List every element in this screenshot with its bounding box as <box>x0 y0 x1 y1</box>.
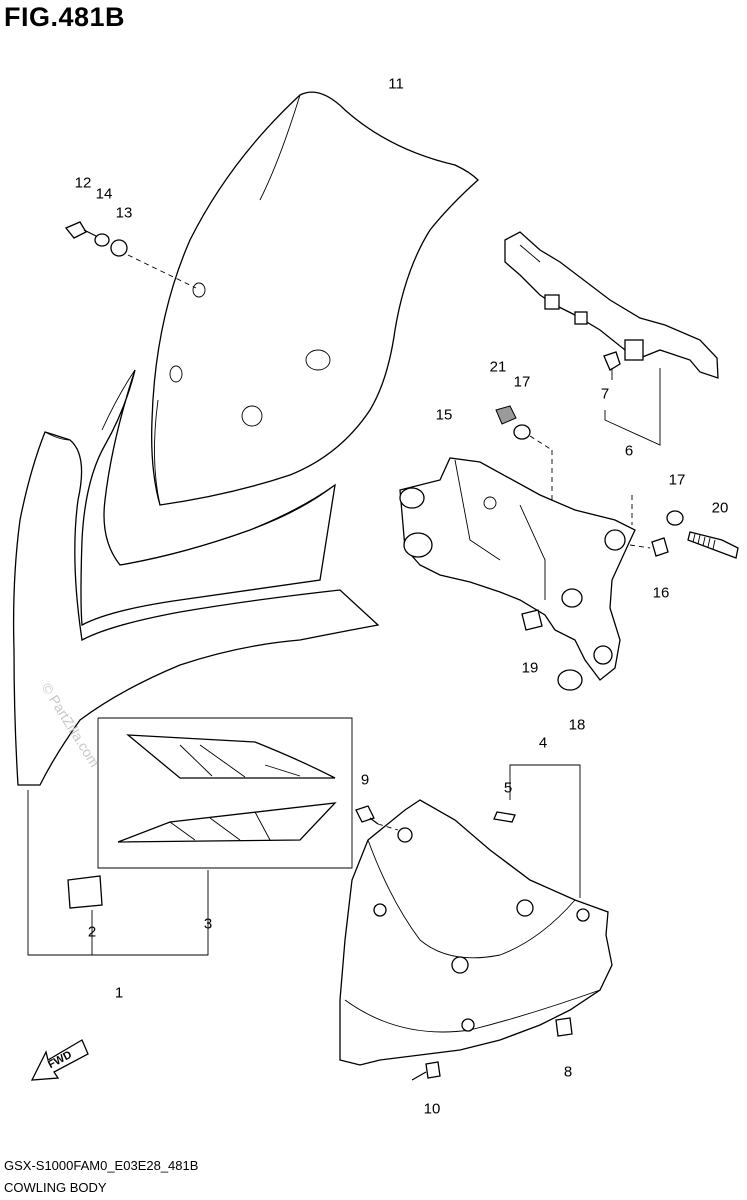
callout-1: 1 <box>114 984 124 1002</box>
cowling-body <box>12 369 380 786</box>
callout-15: 15 <box>435 406 453 424</box>
callout-14: 14 <box>95 185 113 203</box>
caution-label <box>67 875 103 909</box>
callout-6: 6 <box>624 442 634 460</box>
footer-figure-name: COWLING BODY <box>4 1180 107 1195</box>
callout-8: 8 <box>563 1063 573 1081</box>
screw-set <box>64 221 197 289</box>
fwd-arrow-icon <box>30 1039 89 1081</box>
small-parts <box>495 405 739 691</box>
callout-17-upper: 17 <box>513 373 531 391</box>
callout-21: 21 <box>489 358 507 376</box>
callout-5: 5 <box>503 779 513 797</box>
leader-1-3 <box>27 790 209 956</box>
inner-panel <box>339 799 613 1066</box>
decal-set <box>97 717 353 869</box>
callout-7: 7 <box>600 385 610 403</box>
callout-17-lower: 17 <box>668 471 686 489</box>
callout-20: 20 <box>711 499 729 517</box>
callout-9: 9 <box>360 771 370 789</box>
leader-6 <box>604 368 661 446</box>
callout-12: 12 <box>74 174 92 192</box>
callout-4: 4 <box>538 734 548 752</box>
windscreen <box>151 91 479 506</box>
leader-4 <box>509 764 581 898</box>
figure-title: FIG.481B <box>4 2 126 32</box>
screws <box>355 805 573 1081</box>
footer-figure-code: GSX-S1000FAM0_E03E28_481B <box>4 1158 199 1173</box>
callout-16: 16 <box>652 584 670 602</box>
main-bracket <box>399 457 636 681</box>
callout-3: 3 <box>203 915 213 933</box>
callout-18: 18 <box>568 716 586 734</box>
callout-11: 11 <box>388 75 404 93</box>
callout-10: 10 <box>423 1100 441 1118</box>
callout-13: 13 <box>115 204 133 222</box>
upper-bracket <box>504 231 719 380</box>
callout-19: 19 <box>521 659 539 677</box>
callout-2: 2 <box>87 923 97 941</box>
